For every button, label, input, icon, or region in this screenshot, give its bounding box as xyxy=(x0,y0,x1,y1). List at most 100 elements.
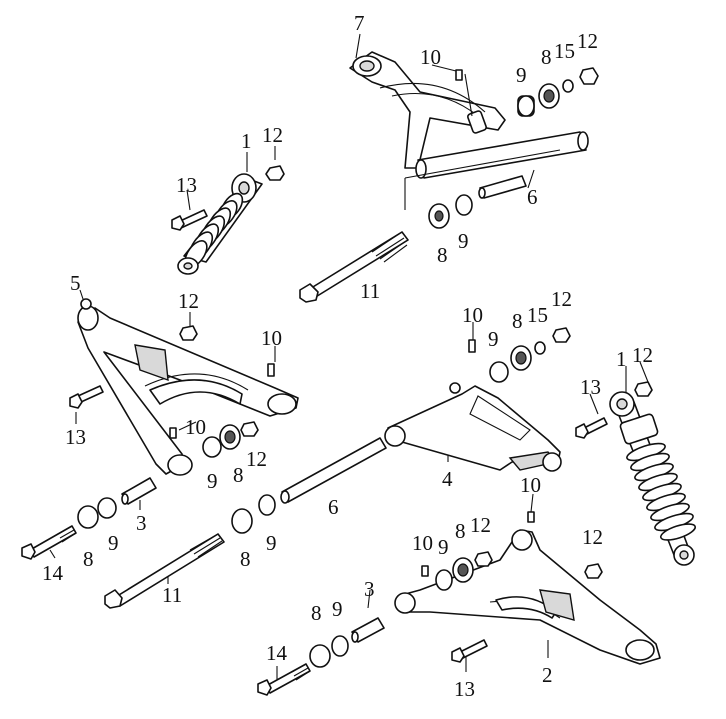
callout-8: 8 xyxy=(240,547,251,571)
long-bolt-11-lower xyxy=(104,533,225,609)
long-tube-6-center xyxy=(280,437,387,504)
bushing-9-mid xyxy=(455,194,473,216)
callout-10: 10 xyxy=(185,415,206,439)
callout-8: 8 xyxy=(83,547,94,571)
callout-10: 10 xyxy=(261,326,282,350)
nut-12-shock-right xyxy=(634,381,653,397)
nut-12-left-lower xyxy=(240,421,259,437)
callout-1: 1 xyxy=(616,347,627,371)
callout-6: 6 xyxy=(527,185,538,209)
callout-8: 8 xyxy=(541,45,552,69)
washer-15-top xyxy=(562,79,574,93)
callout-12: 12 xyxy=(551,287,572,311)
bushing-9-top xyxy=(517,95,535,117)
bearing-8-top xyxy=(538,83,560,109)
callout-9: 9 xyxy=(516,63,527,87)
nut-12-right-end xyxy=(584,563,603,579)
callout-10: 10 xyxy=(420,45,441,69)
callout-10: 10 xyxy=(520,473,541,497)
callout-13: 13 xyxy=(65,425,86,449)
upper-a-arm-left xyxy=(77,298,299,476)
callout-6: 6 xyxy=(328,495,339,519)
callout-12: 12 xyxy=(246,447,267,471)
callout-5: 5 xyxy=(70,271,81,295)
callout-12: 12 xyxy=(632,343,653,367)
callout-4: 4 xyxy=(442,467,453,491)
callout-14: 14 xyxy=(42,561,64,585)
bushing-9-right xyxy=(435,569,453,591)
callout-13: 13 xyxy=(176,173,197,197)
callout-14: 14 xyxy=(266,641,288,665)
callout-10: 10 xyxy=(462,303,483,327)
bearing-8-mid xyxy=(428,203,450,229)
bearing-8-lower-right xyxy=(309,644,331,668)
callout-12: 12 xyxy=(262,123,283,147)
callout-11: 11 xyxy=(360,279,380,303)
long-bolt-11-top xyxy=(299,231,409,303)
callout-10: 10 xyxy=(412,531,433,555)
lower-a-arm-center xyxy=(384,382,562,472)
callout-11: 11 xyxy=(162,583,182,607)
callout-9: 9 xyxy=(438,535,449,559)
callout-8: 8 xyxy=(455,519,466,543)
bolt-13-lower xyxy=(451,639,488,663)
callout-8: 8 xyxy=(512,309,523,333)
nut-12-right-arm xyxy=(474,551,493,567)
callout-15: 15 xyxy=(527,303,548,327)
bolt-14-left xyxy=(21,525,77,560)
bushing-9-center xyxy=(489,361,509,383)
bolt-13-left-arm xyxy=(69,385,104,409)
callout-9: 9 xyxy=(488,327,499,351)
callout-12: 12 xyxy=(577,29,598,53)
bolt-13-shock-right xyxy=(575,417,608,439)
callout-8: 8 xyxy=(233,463,244,487)
callout-12: 12 xyxy=(178,289,199,313)
leader-lines xyxy=(49,33,649,684)
callout-3: 3 xyxy=(136,511,147,535)
nut-12-shock-left xyxy=(265,165,285,181)
grease-nipple-10-center-lower xyxy=(527,511,535,523)
bolt-13-shock-left xyxy=(171,209,208,231)
bearing-8-right xyxy=(452,557,474,583)
grease-nipple-10-left-arm xyxy=(267,363,275,377)
shock-absorber-right xyxy=(609,391,697,566)
bushing-9-lower-right xyxy=(331,635,349,657)
sleeve-3-right xyxy=(351,617,385,643)
grease-nipple-10-right-arm xyxy=(421,565,429,577)
callout-13: 13 xyxy=(580,375,601,399)
bushing-9-lower-mid xyxy=(258,494,276,516)
callout-labels: 7 10 9 8 15 12 1 12 13 6 9 8 11 5 12 10 … xyxy=(42,11,653,701)
callout-12: 12 xyxy=(470,513,491,537)
callout-8: 8 xyxy=(437,243,448,267)
bearing-8-lower-left xyxy=(77,505,99,529)
nut-12-top xyxy=(579,67,599,85)
callout-9: 9 xyxy=(266,531,277,555)
callout-1: 1 xyxy=(241,129,252,153)
upper-a-arm-top xyxy=(349,51,589,179)
callout-3: 3 xyxy=(364,577,375,601)
bushing-9-lower-left xyxy=(97,497,117,519)
shock-absorber-left xyxy=(177,173,263,275)
sleeve-tube-top-6 xyxy=(478,175,527,199)
grease-nipple-10-left-lower xyxy=(169,427,177,439)
callout-9: 9 xyxy=(458,229,469,253)
washer-15-center xyxy=(534,341,546,355)
grease-nipple-10-top xyxy=(455,69,463,81)
nut-12-center xyxy=(552,327,571,343)
callout-9: 9 xyxy=(108,531,119,555)
callout-15: 15 xyxy=(554,39,575,63)
callout-9: 9 xyxy=(207,469,218,493)
bearing-8-center xyxy=(510,345,532,371)
lower-a-arm-right xyxy=(394,529,661,665)
callout-8: 8 xyxy=(311,601,322,625)
bushing-9-left xyxy=(202,436,222,458)
bolt-14-right xyxy=(257,663,311,696)
sleeve-3-left xyxy=(121,477,157,505)
bearing-8-lower-mid xyxy=(231,508,253,534)
callout-13: 13 xyxy=(454,677,475,701)
bearing-8-left xyxy=(219,424,241,450)
nut-12-left-arm xyxy=(179,325,198,341)
grease-nipple-10-center xyxy=(468,339,476,353)
callout-2: 2 xyxy=(542,663,553,687)
